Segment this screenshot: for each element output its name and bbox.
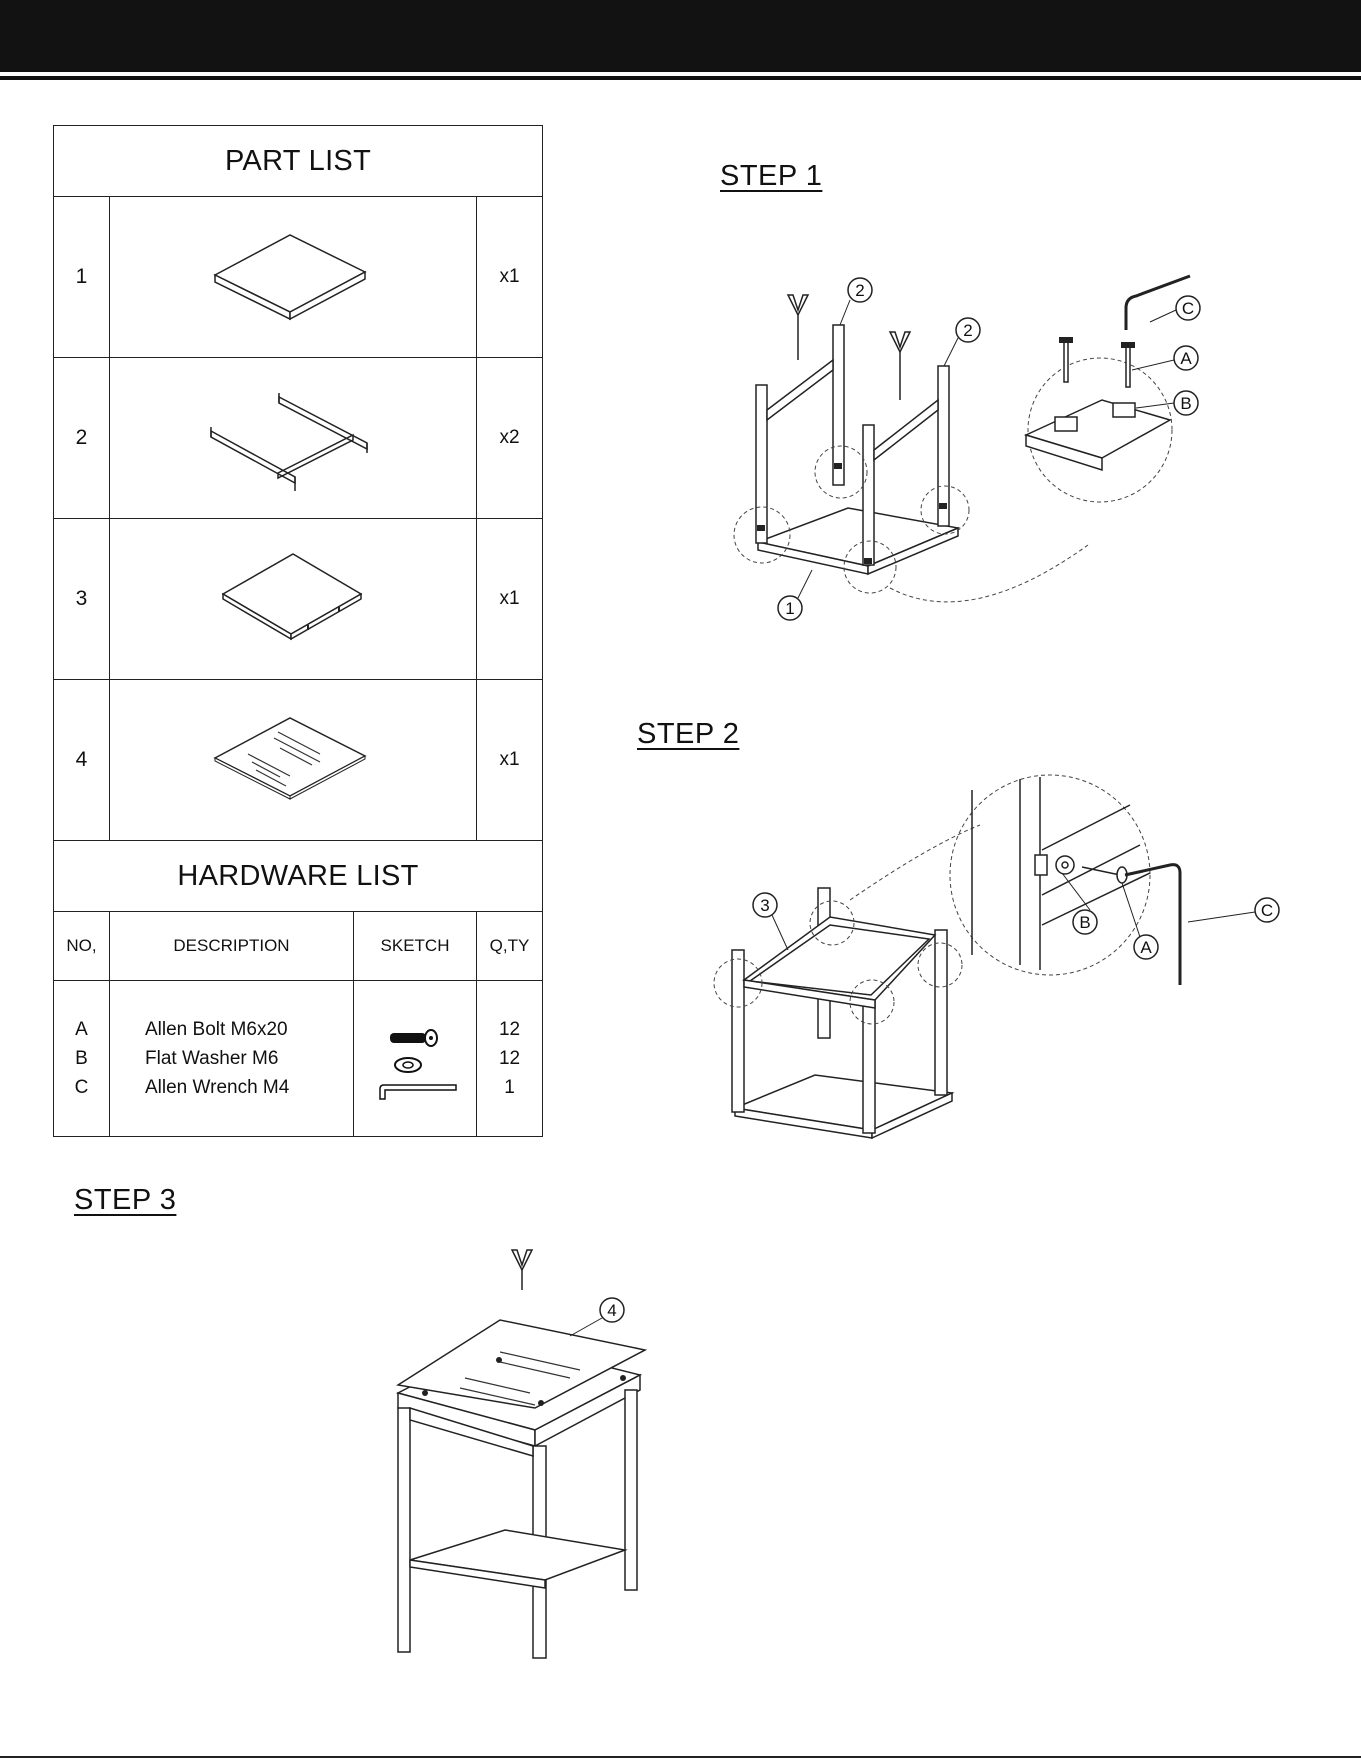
hardware-no-cell: A B C [54, 981, 110, 1137]
callout-label: 4 [607, 1301, 616, 1320]
hardware-no: B [54, 1044, 109, 1073]
callout-label: B [1180, 394, 1191, 413]
panel-icon [208, 227, 378, 327]
step-3-diagram: 4 [380, 1210, 670, 1670]
part-drawing-cell [110, 197, 477, 358]
hardware-qty: 12 [477, 1015, 542, 1044]
hardware-list-title: HARDWARE LIST [54, 841, 543, 912]
hardware-description: Flat Washer M6 [145, 1044, 353, 1073]
frame-icon [203, 383, 383, 493]
hardware-description: Allen Wrench M4 [145, 1073, 353, 1102]
part-qty: x1 [477, 680, 543, 841]
col-header-no: NO, [54, 912, 110, 981]
part-number: 1 [54, 197, 110, 358]
callout-label: C [1261, 901, 1273, 920]
hardware-sketch-cell [354, 981, 477, 1137]
step-1-title: STEP 1 [720, 160, 822, 193]
glass-top-icon [208, 710, 378, 810]
hardware-no: A [54, 1015, 109, 1044]
hardware-qty: 1 [477, 1073, 542, 1102]
callout-label: 3 [760, 896, 769, 915]
header-bar [0, 0, 1361, 72]
callout-label: B [1079, 913, 1090, 932]
callout-label: 1 [785, 599, 794, 618]
callout-label: A [1180, 349, 1192, 368]
part-and-hardware-table: PART LIST 1 x1 2 [53, 125, 543, 1137]
wrench-icon [380, 1085, 456, 1099]
part-row: 1 x1 [54, 197, 543, 358]
header-rule [0, 76, 1361, 80]
step-3-title: STEP 3 [74, 1184, 176, 1217]
hardware-qty: 12 [477, 1044, 542, 1073]
footer-rule [0, 1756, 1361, 1758]
part-row: 2 x2 [54, 358, 543, 519]
part-list-title: PART LIST [54, 126, 543, 197]
step-1-diagram: 1 2 2 A B C [730, 260, 1220, 630]
shelf-icon [213, 549, 373, 649]
col-header-description: DESCRIPTION [110, 912, 354, 981]
callout-label: C [1182, 299, 1194, 318]
callout-label: 2 [855, 281, 864, 300]
bolt-icon [390, 1030, 437, 1046]
part-qty: x2 [477, 358, 543, 519]
col-header-sketch: SKETCH [354, 912, 477, 981]
part-number: 2 [54, 358, 110, 519]
callout-label: A [1140, 938, 1152, 957]
col-header-qty: Q,TY [477, 912, 543, 981]
part-row: 4 x1 [54, 680, 543, 841]
hardware-sketches [360, 1011, 470, 1107]
part-row: 3 x1 [54, 519, 543, 680]
part-drawing-cell [110, 680, 477, 841]
part-number: 4 [54, 680, 110, 841]
step-2-diagram: 3 A B C [710, 755, 1300, 1175]
part-qty: x1 [477, 519, 543, 680]
hardware-no: C [54, 1073, 109, 1102]
hardware-description-cell: Allen Bolt M6x20 Flat Washer M6 Allen Wr… [110, 981, 354, 1137]
part-number: 3 [54, 519, 110, 680]
washer-icon [395, 1058, 421, 1072]
part-qty: x1 [477, 197, 543, 358]
part-drawing-cell [110, 358, 477, 519]
hardware-rows: A B C Allen Bolt M6x20 Flat Washer M6 Al… [54, 981, 543, 1137]
part-drawing-cell [110, 519, 477, 680]
hardware-description: Allen Bolt M6x20 [145, 1015, 353, 1044]
hardware-qty-cell: 12 12 1 [477, 981, 543, 1137]
step-2-title: STEP 2 [637, 718, 739, 751]
callout-label: 2 [963, 321, 972, 340]
